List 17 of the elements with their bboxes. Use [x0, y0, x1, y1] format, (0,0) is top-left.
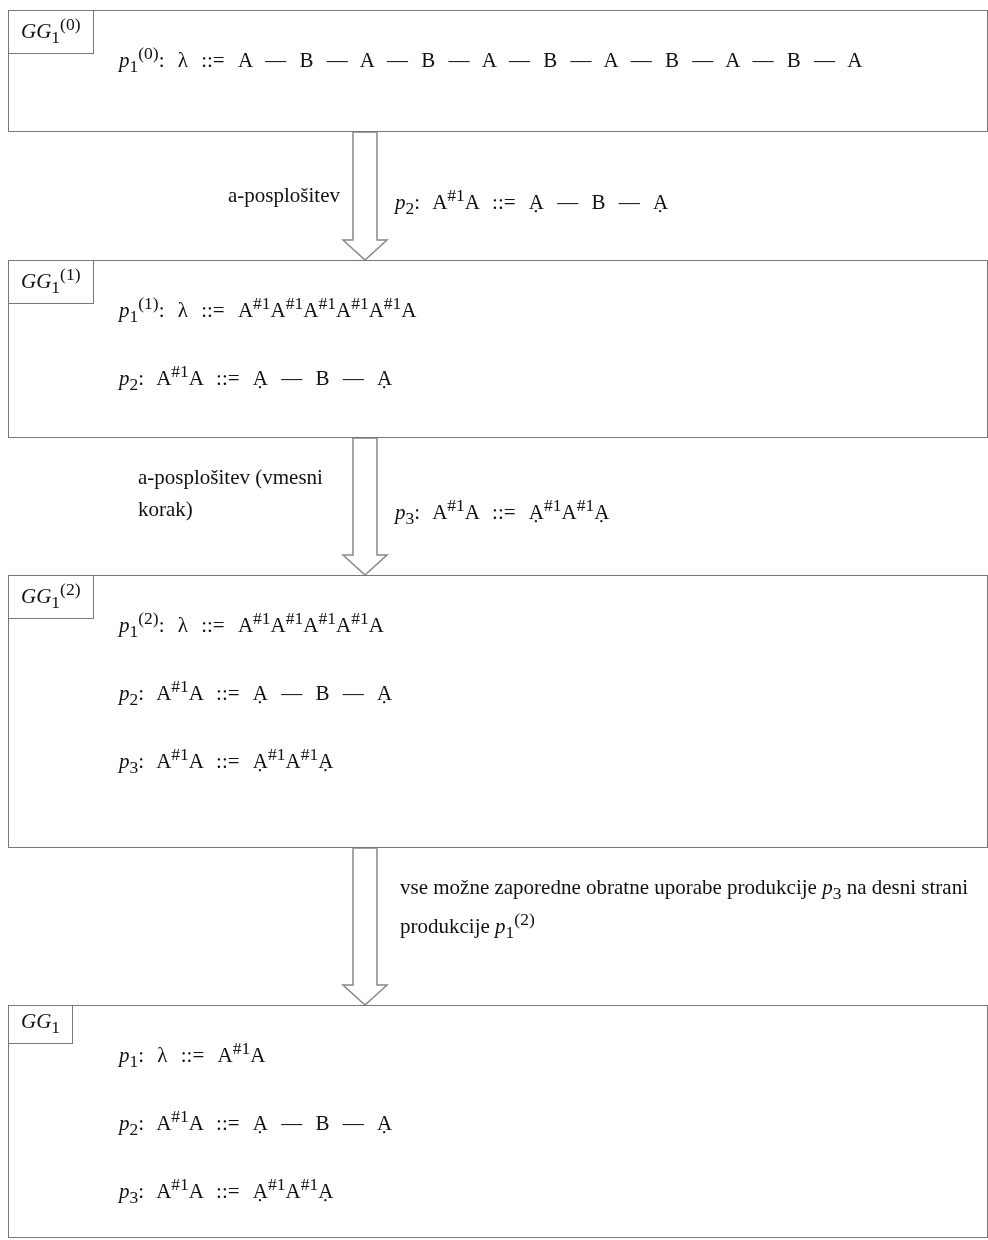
- box-heading: GG$_{1}$: [9, 1006, 74, 1045]
- production-rule: p$_{1}$$^{(2)}$: λ ::= A$^{#1}$A$^{#1}$A$^{#1}$A$^{#1}$A: [119, 608, 384, 643]
- hollow-arrow: [341, 847, 389, 1006]
- production-rule: p$_{3}$: A$^{#1}$A ::= Ạ$^{#1}$A$^{#1}$Ạ: [119, 1174, 334, 1209]
- grammar-box: [8, 260, 988, 438]
- grammar-box: [8, 10, 988, 132]
- grammar-box: [8, 1005, 988, 1238]
- production-rule: p$_{1}$$^{(0)}$: λ ::= A — B — A — B — A — B — A — B — A — B — A: [119, 43, 863, 78]
- production-rule: p$_{2}$: A$^{#1}$A ::= Ạ — B — Ạ: [119, 1106, 393, 1141]
- grammar-box: [8, 575, 988, 848]
- hollow-arrow: [341, 437, 389, 576]
- production-rule: p$_{1}$$^{(1)}$: λ ::= A$^{#1}$A$^{#1}$A$^{#1}$A$^{#1}$A$^{#1}$A: [119, 293, 417, 328]
- production-rule: p$_{2}$: A$^{#1}$A ::= Ạ — B — Ạ: [119, 676, 393, 711]
- production-rule: p$_{2}$: A$^{#1}$A ::= Ạ — B — Ạ: [119, 361, 393, 396]
- production-rule: p$_{3}$: A$^{#1}$A ::= Ạ$^{#1}$A$^{#1}$Ạ: [119, 744, 334, 779]
- hollow-arrow: [341, 131, 389, 261]
- production-rule: p$_{1}$: λ ::= A$^{#1}$A: [119, 1038, 266, 1073]
